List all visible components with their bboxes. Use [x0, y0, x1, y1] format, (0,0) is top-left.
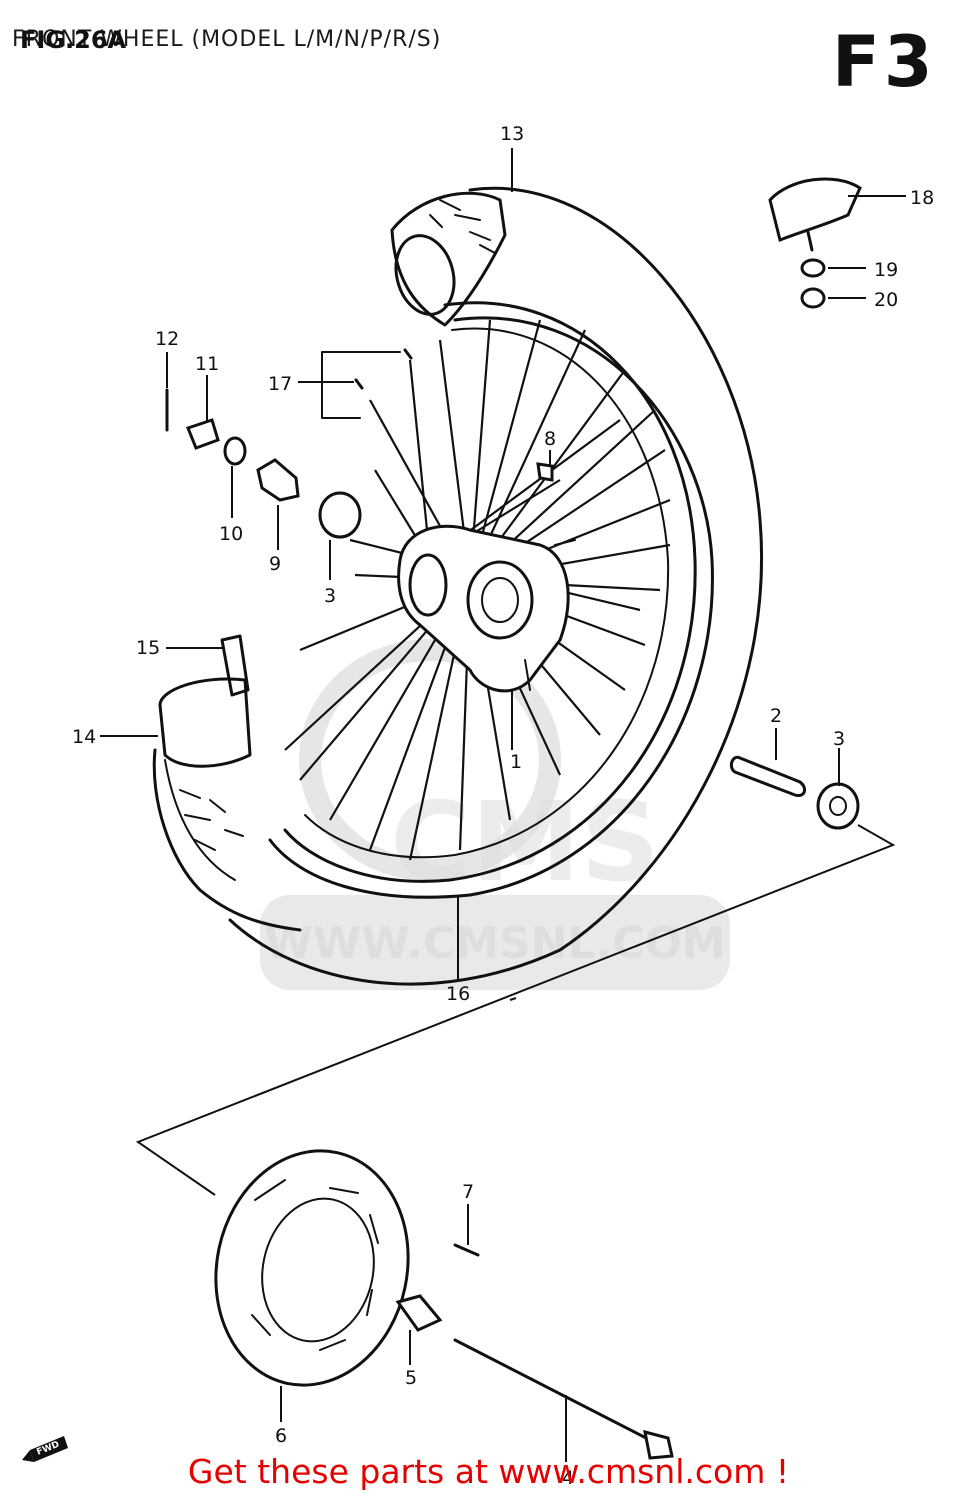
- callout-20: 20: [874, 289, 898, 311]
- callout-15: 15: [136, 637, 160, 659]
- callout-11: 11: [195, 353, 219, 375]
- callout-5: 5: [405, 1367, 417, 1389]
- axis-centerline: [135, 824, 896, 1196]
- axle-parts: [395, 1243, 674, 1460]
- callout-14: 14: [72, 726, 96, 748]
- watermark-url: WWW.CMSNL.COM: [264, 918, 726, 969]
- callout-3a: 3: [324, 585, 336, 607]
- order-parts-banner[interactable]: Get these parts at www.cmsnl.com !: [187, 1452, 790, 1491]
- callout-10: 10: [219, 523, 243, 545]
- axis-mark: [509, 997, 517, 1001]
- callout-3b: 3: [833, 728, 845, 750]
- callout-13: 13: [500, 123, 524, 145]
- callout-8: 8: [544, 428, 556, 450]
- callout-labels: 1 2 3 3 4 5 6 7 8 9 10 11 12 13 14 15 16…: [72, 123, 934, 1489]
- hub: [397, 524, 576, 693]
- callout-6: 6: [275, 1425, 287, 1447]
- callout-12: 12: [155, 328, 179, 350]
- callout-7: 7: [462, 1181, 474, 1203]
- section-code: F3: [832, 21, 937, 103]
- callout-2: 2: [770, 705, 782, 727]
- diagram-title: FRONT WHEEL (MODEL L/M/N/P/R/S): [12, 27, 441, 52]
- figure-label: FIG.26A: [20, 26, 127, 54]
- callout-19: 19: [874, 259, 898, 281]
- brake-disc: [214, 1149, 410, 1387]
- rim-strip-section: [152, 634, 302, 932]
- leader-lines: [100, 148, 906, 1462]
- collar-and-bearing: [729, 755, 860, 830]
- callout-17: 17: [268, 373, 292, 395]
- callout-1: 1: [510, 751, 522, 773]
- small-parts-left: [165, 348, 554, 539]
- callout-18: 18: [910, 187, 934, 209]
- callout-9: 9: [269, 553, 281, 575]
- rim-lock-parts: [768, 177, 862, 309]
- callout-16: 16: [446, 983, 470, 1005]
- svg-text:CMS: CMS: [390, 778, 659, 906]
- callout-4: 4: [562, 1467, 574, 1489]
- rim: [283, 301, 697, 883]
